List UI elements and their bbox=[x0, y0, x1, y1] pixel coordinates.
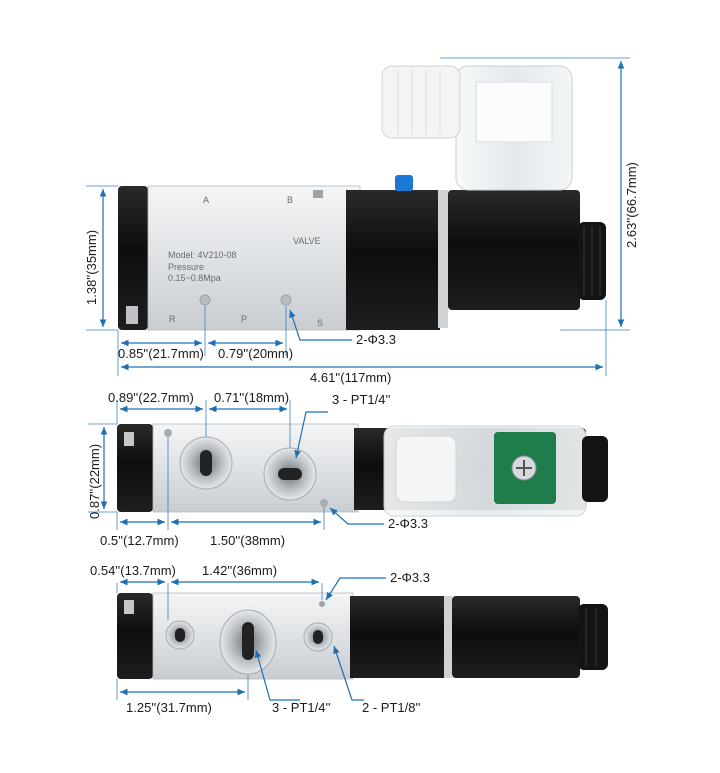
dim-holes-bottom: 2-Φ3.3 bbox=[390, 570, 430, 585]
dim-port-offset: 0.89''(22.7mm) bbox=[108, 390, 194, 405]
dim-holes-mid: 2-Φ3.3 bbox=[388, 516, 428, 531]
mount-hole bbox=[164, 429, 172, 437]
port-label-s: S bbox=[317, 318, 323, 328]
end-cap-left bbox=[117, 593, 153, 679]
dim-port-pitch: 0.71''(18mm) bbox=[214, 390, 289, 405]
mount-hole bbox=[280, 294, 292, 306]
dim-ports: 3 - PT1/4'' bbox=[332, 392, 390, 407]
manual-override-button bbox=[395, 175, 413, 191]
center-block bbox=[346, 190, 440, 330]
dim-left-offset-mid: 0.5''(12.7mm) bbox=[100, 533, 179, 548]
coil-nut bbox=[582, 436, 608, 502]
mount-hole bbox=[319, 601, 325, 607]
top-dimensions: 1.38''(35mm) 2.63''(66.7mm) 0.85''(21.7m… bbox=[84, 57, 639, 385]
valve-side-view: A B R P S Model: 4V210-08 Pressure 0.15~… bbox=[118, 65, 606, 331]
mount-hole bbox=[320, 499, 328, 507]
cable-gland bbox=[381, 65, 461, 139]
port-label-p: P bbox=[241, 314, 247, 324]
dim-length-bottom: 1.25''(31.7mm) bbox=[126, 700, 212, 715]
solenoid-coil bbox=[448, 190, 580, 310]
port-label-b: B bbox=[287, 195, 293, 205]
end-cap-left bbox=[117, 424, 153, 512]
port-label-a: A bbox=[203, 195, 209, 205]
valve-bottom-view bbox=[117, 592, 608, 680]
dim-ports-pilot: 2 - PT1/8'' bbox=[362, 700, 420, 715]
pressure-range-text: 0.15~0.8Mpa bbox=[168, 273, 221, 283]
valve-text: VALVE bbox=[293, 236, 321, 246]
dim-left-offset: 0.85''(21.7mm) bbox=[118, 346, 204, 361]
dim-height: 1.38''(35mm) bbox=[84, 230, 99, 305]
valve-top-view bbox=[117, 423, 608, 517]
center-block bbox=[350, 596, 446, 678]
dim-holes: 2-Φ3.3 bbox=[356, 332, 396, 347]
pressure-text: Pressure bbox=[168, 262, 204, 272]
dim-port-offset-bottom: 0.54''(13.7mm) bbox=[90, 563, 176, 578]
coil-nut bbox=[578, 604, 608, 670]
middle-dimensions: 0.87''(22mm) 0.89''(22.7mm) 0.71''(18mm)… bbox=[87, 390, 428, 548]
bottom-dimensions: 0.54''(13.7mm) 1.42''(36mm) 2-Φ3.3 1.25'… bbox=[90, 563, 430, 715]
mount-hole bbox=[199, 294, 211, 306]
cable-gland bbox=[395, 435, 457, 503]
solenoid-coil bbox=[452, 596, 580, 678]
dim-overall-length: 4.61''(117mm) bbox=[310, 370, 391, 385]
dim-hole-pitch-mid: 1.50''(38mm) bbox=[210, 533, 285, 548]
model-text: Model: 4V210-08 bbox=[168, 250, 237, 260]
dim-hole-pitch: 0.79''(20mm) bbox=[218, 346, 293, 361]
port-label-r: R bbox=[169, 314, 176, 324]
end-cap-left bbox=[118, 186, 148, 330]
dim-overall-height: 2.63''(66.7mm) bbox=[624, 162, 639, 248]
dim-port-pitch-bottom: 1.42''(36mm) bbox=[202, 563, 277, 578]
dim-width: 0.87''(22mm) bbox=[87, 444, 102, 519]
dim-ports-main: 3 - PT1/4'' bbox=[272, 700, 330, 715]
aluminum-body bbox=[148, 186, 360, 330]
